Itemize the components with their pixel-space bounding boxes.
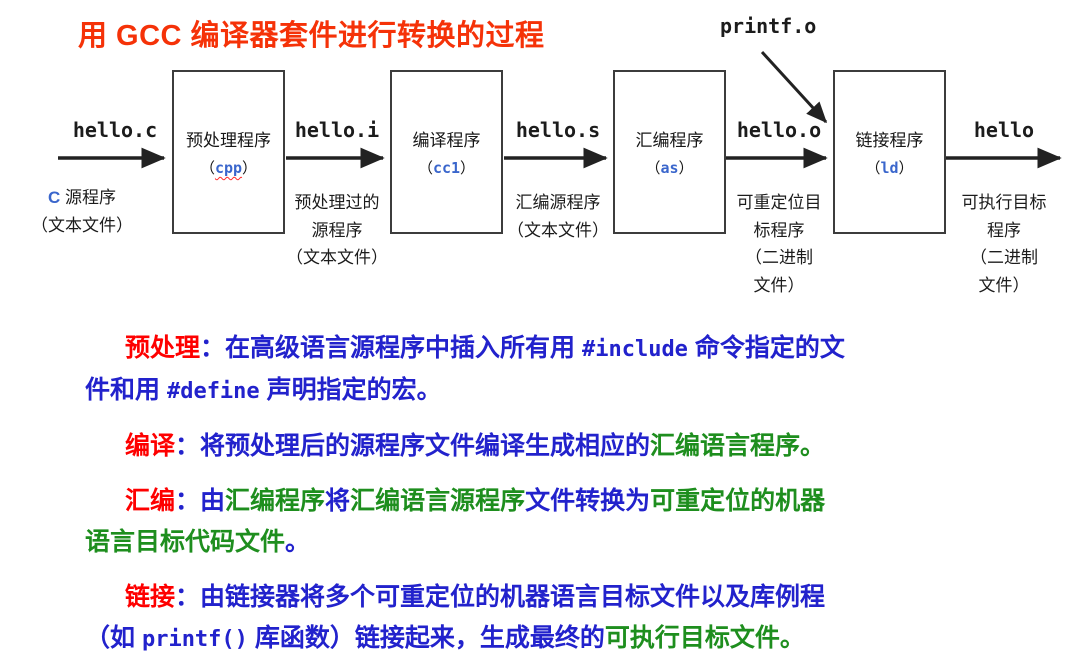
- body-text-green: 可重定位的机器 语言目标代码文件: [85, 487, 826, 556]
- body-text: ：由: [175, 487, 226, 515]
- body-text: 文件转换为: [525, 487, 651, 515]
- body-text: 库函数）链接起来，生成最终的: [247, 624, 605, 652]
- paren-open: （: [865, 160, 881, 177]
- paren-open: （: [199, 160, 215, 177]
- arrow-printf-o: [760, 50, 828, 124]
- body-text-green: 可执行目标文件。: [604, 624, 805, 652]
- code-printf: printf(): [141, 627, 248, 652]
- paren-open: （: [417, 160, 433, 177]
- body-text: ：在高级语言源程序中插入所有用: [200, 334, 582, 362]
- body-text: 命令指定的文 件和用: [85, 334, 845, 404]
- code-include: #include: [581, 337, 688, 362]
- box-assembler: 汇编程序 （as）: [613, 70, 726, 234]
- body-text: 将: [325, 487, 351, 515]
- paren-close: ）: [242, 160, 258, 177]
- page-title: 用 GCC 编译器套件进行转换的过程: [78, 20, 545, 52]
- flow-desc-assembly-source: 汇编源程序 （文本文件）: [507, 193, 609, 240]
- paren-close: ）: [678, 160, 694, 177]
- file-label-hello-c: hello.c: [72, 118, 158, 142]
- body-text-green: 汇编语言源程序: [350, 487, 526, 515]
- body-text: 声明指定的宏。: [259, 376, 442, 404]
- box-preprocessor: 预处理程序 （cpp）: [172, 70, 285, 234]
- tool-name-cpp: cpp: [214, 159, 243, 177]
- paragraph-preprocess: 预处理：在高级语言源程序中插入所有用 #include 命令指定的文 件和用 #…: [85, 328, 1045, 412]
- box-tool-label: （cpp）: [200, 157, 257, 178]
- box-name-label: 预处理程序: [186, 131, 271, 150]
- body-text: ：将预处理后的源程序文件编译生成相应的: [175, 432, 651, 460]
- box-name-label: 链接程序: [855, 131, 924, 150]
- body-text-green: 汇编语言程序。: [650, 432, 826, 460]
- code-define: #define: [166, 379, 260, 404]
- paren-close: ）: [460, 160, 476, 177]
- file-label-hello-s: hello.s: [515, 118, 601, 142]
- flow-desc-c-source: C 源程序 （文本文件）: [7, 184, 157, 239]
- flow-desc-executable: 可执行目标 程序 （二进制 文件）: [961, 193, 1047, 295]
- printf-o-label: printf.o: [720, 14, 817, 38]
- flow-desc-relocatable: 可重定位目 标程序 （二进制 文件）: [736, 193, 822, 295]
- paragraph-compile: 编译：将预处理后的源程序文件编译生成相应的汇编语言程序。: [85, 426, 1045, 467]
- box-tool-label: （as）: [645, 157, 693, 178]
- body-text: 。: [285, 528, 311, 556]
- tool-name-as: as: [660, 159, 679, 177]
- flow-desc-preprocessed: 预处理过的 源程序 （文本文件）: [286, 193, 388, 268]
- term-label: 编译: [125, 432, 176, 460]
- term-label: 链接: [125, 583, 176, 611]
- file-label-hello: hello: [973, 118, 1035, 142]
- paragraph-link: 链接：由链接器将多个可重定位的机器语言目标文件以及库例程 （如 printf()…: [85, 577, 1045, 660]
- box-name-label: 编译程序: [412, 131, 481, 150]
- paragraph-assemble: 汇编：由汇编程序将汇编语言源程序文件转换为可重定位的机器 语言目标代码文件。: [85, 481, 1045, 563]
- box-tool-label: （ld）: [865, 157, 913, 178]
- c-language-letter: C: [47, 188, 61, 207]
- box-name-label: 汇编程序: [635, 131, 704, 150]
- flow-desc-text: 源程序 （文本文件）: [31, 188, 133, 235]
- file-label-hello-o: hello.o: [736, 118, 822, 142]
- term-label: 预处理: [125, 334, 201, 362]
- tool-name-cc1: cc1: [432, 159, 461, 177]
- box-compiler: 编译程序 （cc1）: [390, 70, 503, 234]
- explanation-block: 预处理：在高级语言源程序中插入所有用 #include 命令指定的文 件和用 #…: [85, 328, 1045, 664]
- paren-close: ）: [898, 160, 914, 177]
- box-linker: 链接程序 （ld）: [833, 70, 946, 234]
- body-text: ：由链接器将多个可重定位的机器语言目标文件以及库例程 （如: [85, 583, 826, 652]
- term-label: 汇编: [125, 487, 176, 515]
- box-tool-label: （cc1）: [418, 157, 475, 178]
- body-text-green: 汇编程序: [225, 487, 326, 515]
- file-label-hello-i: hello.i: [294, 118, 380, 142]
- paren-open: （: [645, 160, 661, 177]
- tool-name-ld: ld: [880, 159, 899, 177]
